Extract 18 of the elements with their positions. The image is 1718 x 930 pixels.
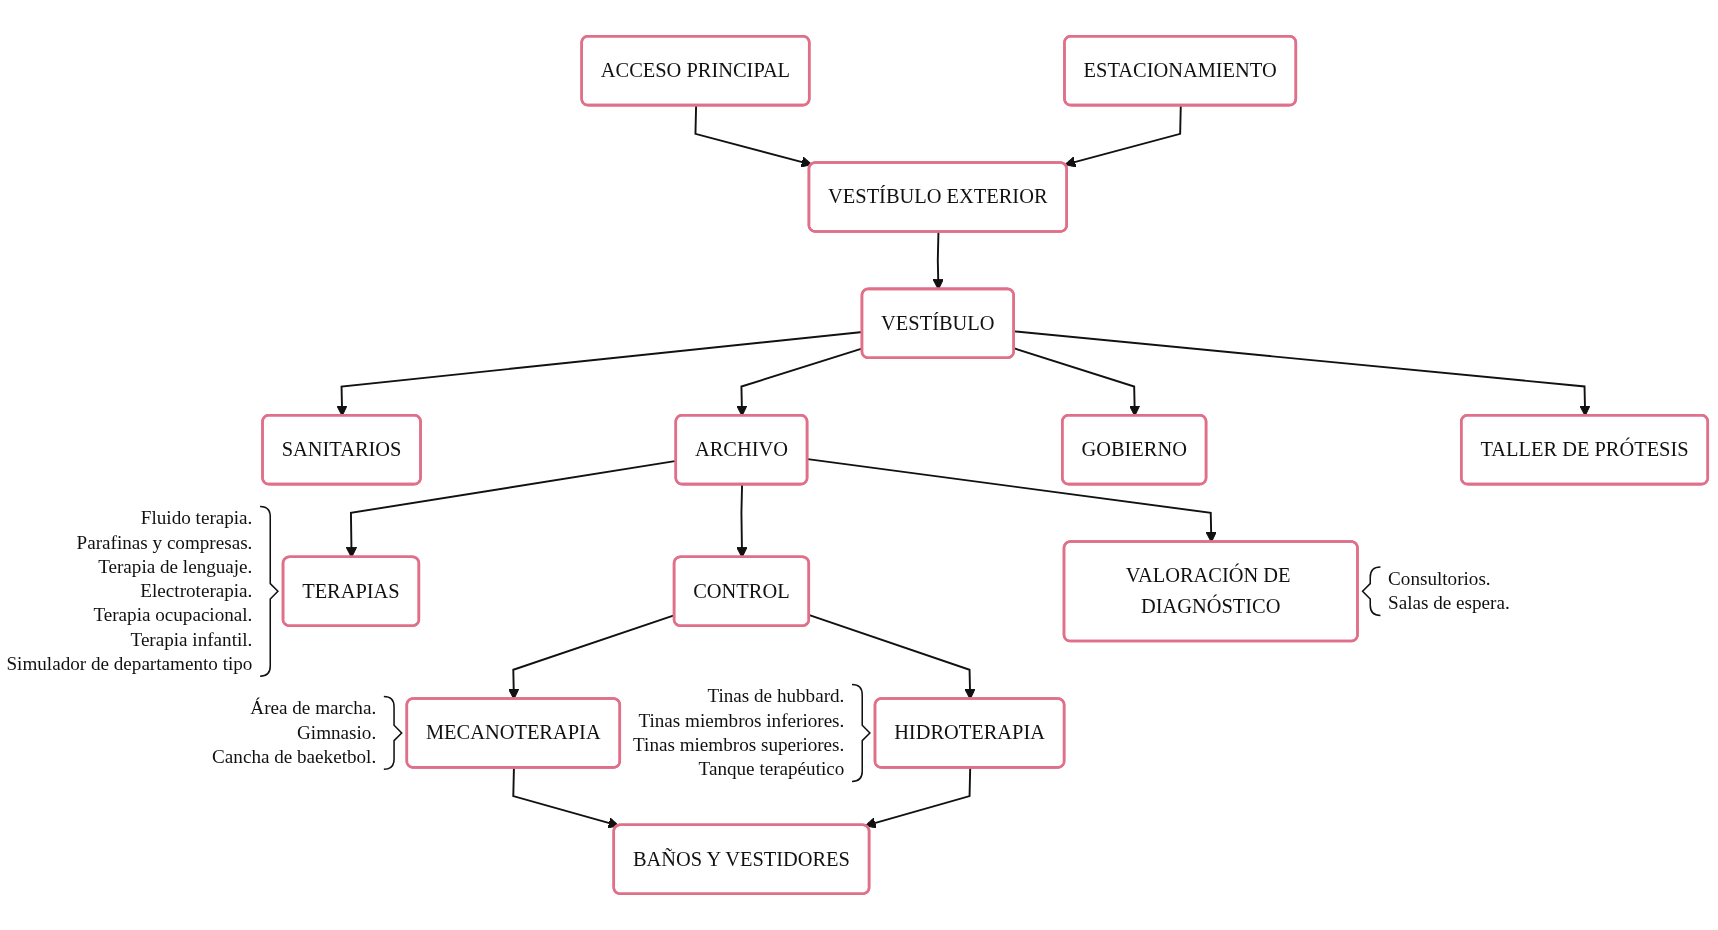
note-text: Gimnasio. (297, 721, 377, 743)
note-text: Fluido terapia. (140, 507, 253, 529)
note-text: Consultorios. (1388, 567, 1491, 589)
note-text: Terapia de lenguaje. (98, 555, 253, 577)
note-text: Parafinas y compresas. (76, 531, 253, 553)
note-text: Simulador de departamento tipo (6, 652, 253, 674)
note-text: Terapia ocupacional. (93, 604, 253, 626)
note-text: Electroterapia. (140, 580, 253, 602)
note-text: Terapia infantil. (130, 628, 253, 650)
note-text: Tinas de hubbard. (707, 685, 845, 707)
note-text: Cancha de baeketbol. (212, 745, 377, 767)
arrow (512, 767, 620, 829)
note-text: Tinas miembros inferiores. (638, 709, 845, 731)
note-text: Tinas miembros superiores. (633, 733, 845, 755)
note-text: Área de marcha. (250, 697, 377, 719)
arrow (864, 767, 972, 829)
note-text: Salas de espera. (1388, 592, 1510, 614)
note-text: Tanque terapéutico (698, 758, 845, 780)
